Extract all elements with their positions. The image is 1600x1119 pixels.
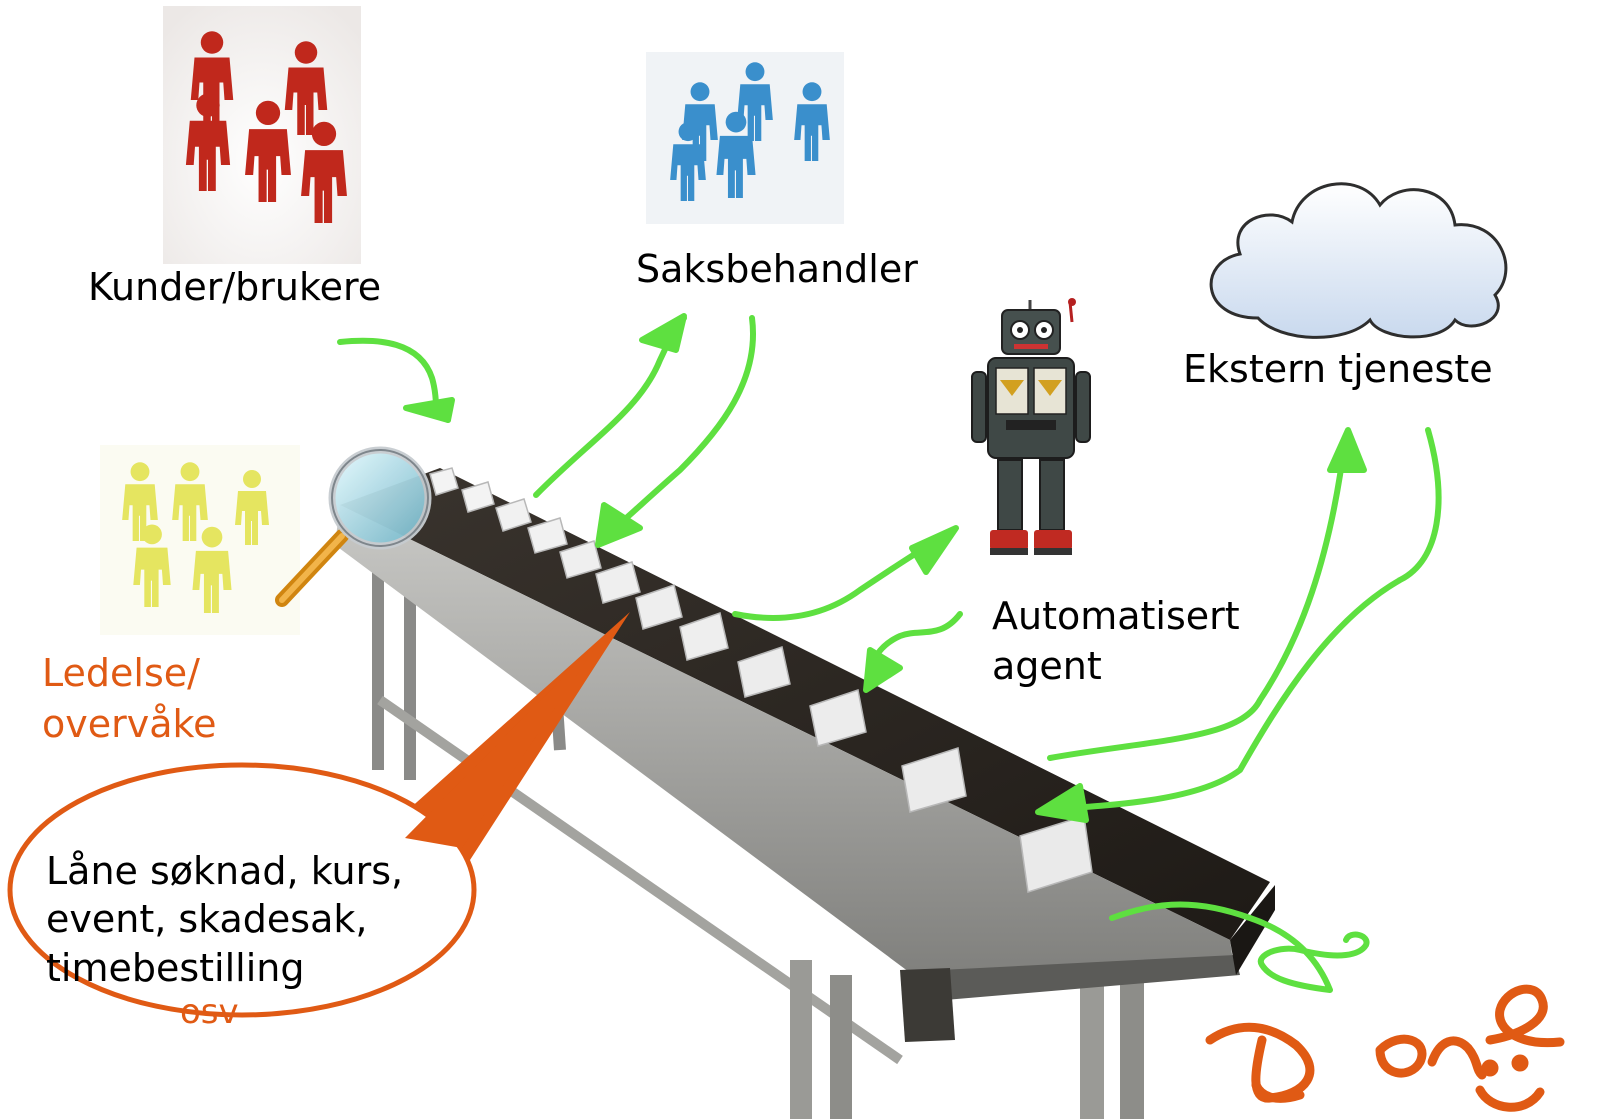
box-icon	[495, 498, 532, 532]
agent-label-line1: Automatisert	[992, 594, 1240, 638]
arrow-belt-to-done	[1109, 901, 1370, 993]
box-icon	[527, 517, 568, 554]
arrow-external-to-belt	[1039, 427, 1442, 813]
box-icon	[559, 540, 602, 579]
box-icon	[595, 561, 641, 604]
customers-people-icon	[163, 6, 361, 264]
box-icon	[901, 747, 967, 813]
box-icon	[429, 467, 459, 496]
customers-label: Kunder/brukere	[88, 265, 382, 309]
box-icon	[679, 612, 729, 661]
box-icon	[461, 481, 495, 513]
caseworker-people-icon	[646, 52, 844, 224]
flow-arrows	[337, 313, 1442, 993]
box-icon	[635, 584, 683, 630]
bubble-text-line1: Låne søknad, kurs,	[46, 849, 404, 893]
external-service-label: Ekstern tjeneste	[1183, 347, 1493, 391]
management-people-icon	[100, 445, 300, 635]
management-label-line2: overvåke	[42, 702, 217, 746]
robot-icon	[971, 298, 1091, 555]
arrow-belt-to-external	[1047, 437, 1348, 761]
agent-label-line2: agent	[992, 644, 1102, 688]
box-icon	[1019, 815, 1093, 893]
speech-bubble	[7, 612, 630, 1018]
management-label-line1: Ledelse/	[42, 651, 200, 695]
belt-boxes	[429, 467, 1093, 893]
bubble-text-line3: timebestilling	[46, 946, 305, 990]
bubble-text-line4: osv	[180, 992, 239, 1032]
box-icon	[809, 689, 867, 747]
caseworker-label: Saksbehandler	[636, 247, 918, 291]
done-handwriting	[1205, 984, 1565, 1112]
cloud-icon	[1209, 182, 1508, 339]
box-icon	[737, 646, 791, 698]
conveyor-belt	[335, 468, 1275, 1119]
bubble-text-line2: event, skadesak,	[46, 897, 368, 941]
magnifier-icon	[275, 446, 432, 607]
